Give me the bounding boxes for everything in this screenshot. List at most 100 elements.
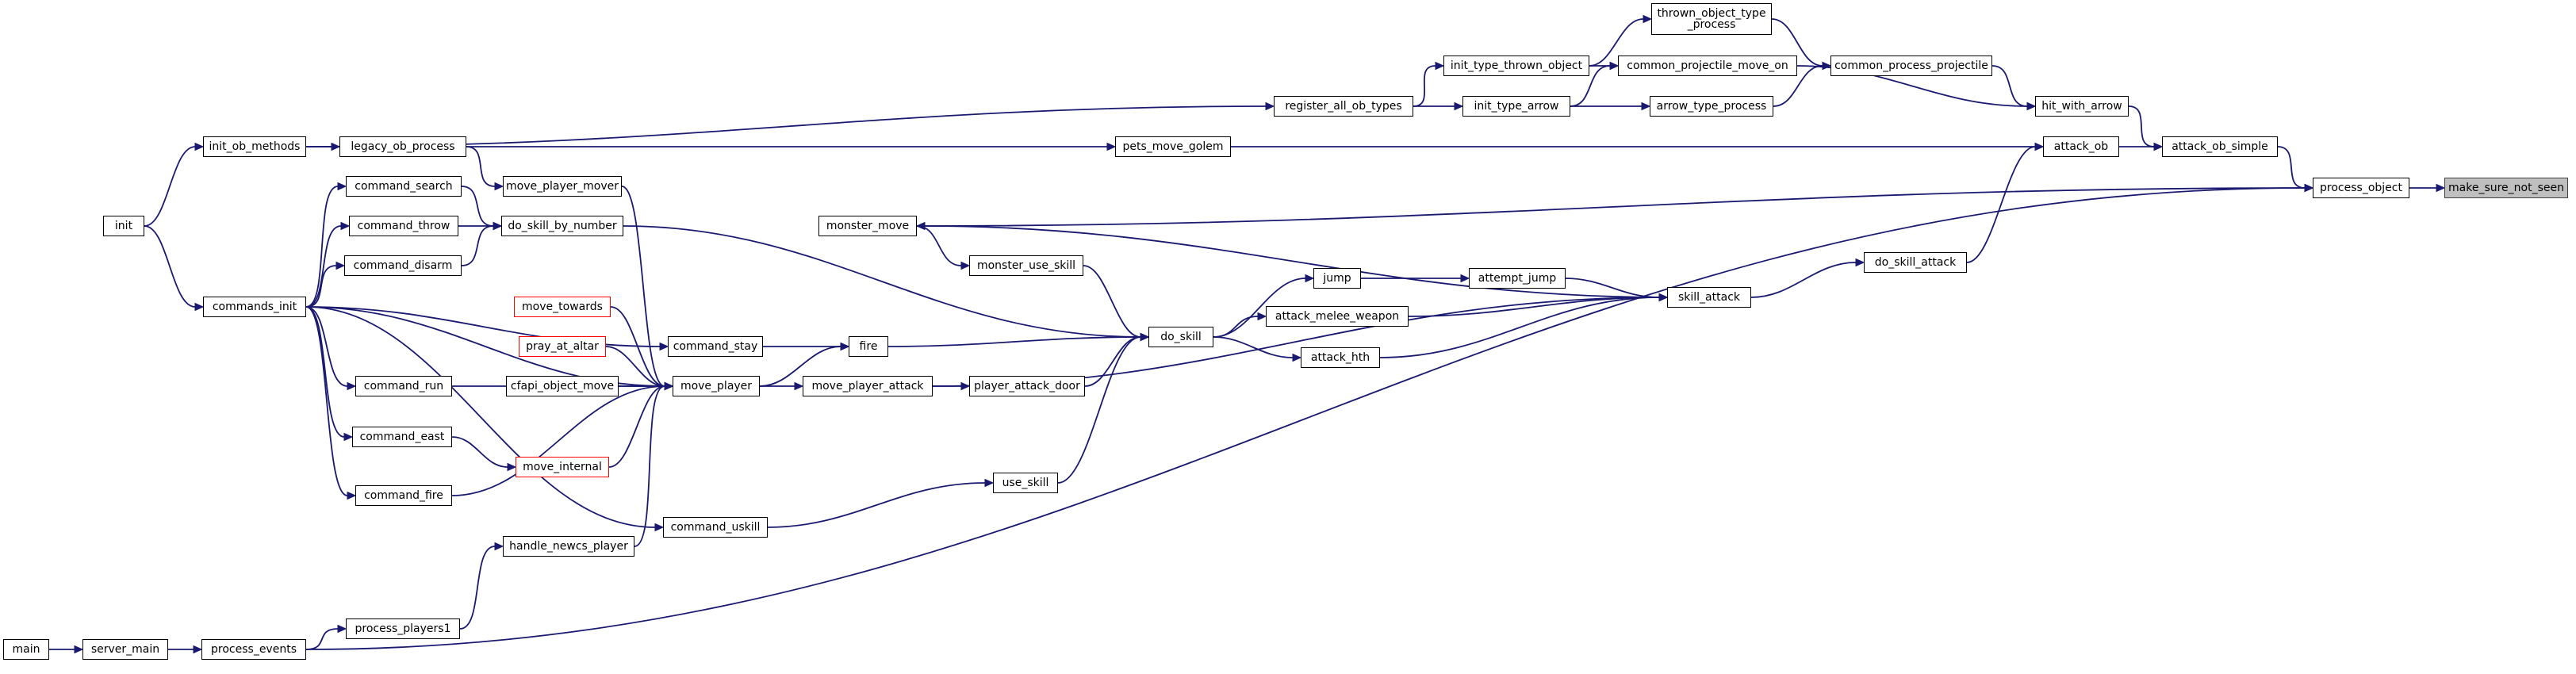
edge-attack_ob_simple-to-process_object [2277, 146, 2306, 189]
node-player_attack_door[interactable]: player_attack_door [969, 376, 1085, 396]
node-command_uskill[interactable]: command_uskill [663, 517, 768, 538]
node-register_all_ob_types[interactable]: register_all_ob_types [1274, 96, 1413, 117]
node-use_skill[interactable]: use_skill [993, 473, 1058, 493]
node-thrown_object_type_process[interactable]: thrown_object_type _process [1651, 3, 1772, 35]
node-do_skill_by_number[interactable]: do_skill_by_number [501, 216, 623, 236]
arrowhead-process_events-to-process_players1 [337, 624, 347, 634]
node-move_player_mover[interactable]: move_player_mover [503, 176, 622, 197]
node-legacy_ob_process[interactable]: legacy_ob_process [339, 136, 466, 157]
node-move_player[interactable]: move_player [673, 376, 760, 396]
node-command_disarm[interactable]: command_disarm [344, 255, 462, 276]
edge-register_all_ob_types-to-init_type_thrown_object [1413, 65, 1436, 107]
node-attack_ob_simple[interactable]: attack_ob_simple [2162, 136, 2278, 157]
node-command_throw[interactable]: command_throw [349, 216, 458, 236]
edge-do_skill_attack-to-attack_ob [1966, 146, 2036, 263]
arrowhead-commands_init-to-command_east [343, 432, 354, 442]
edge-do_skill-to-attack_hth [1213, 336, 1294, 358]
edge-commands_init-to-command_search [305, 186, 339, 308]
node-main[interactable]: main [3, 639, 49, 660]
edge-command_uskill-to-use_skill [767, 482, 986, 528]
node-init[interactable]: init [103, 216, 144, 236]
node-skill_attack[interactable]: skill_attack [1667, 287, 1751, 308]
arrowhead-move_player-to-move_player_attack [794, 381, 804, 391]
node-command_east[interactable]: command_east [352, 427, 452, 447]
node-process_events[interactable]: process_events [201, 639, 306, 660]
node-common_projectile_move_on[interactable]: common_projectile_move_on [1618, 56, 1797, 76]
arrowhead-command_stay-to-fire [840, 342, 850, 351]
edge-do_skill_by_number-to-do_skill [623, 225, 1141, 338]
node-init_type_thrown_object[interactable]: init_type_thrown_object [1443, 56, 1589, 76]
edge-player_attack_door-to-do_skill [1084, 336, 1141, 387]
node-hit_with_arrow[interactable]: hit_with_arrow [2035, 96, 2129, 117]
node-command_stay[interactable]: command_stay [668, 336, 763, 357]
arrowhead-process_object-to-make_sure_not_seen [2436, 183, 2446, 193]
arrowhead-main-to-server_main [74, 645, 84, 654]
edge-process_players1-to-handle_newcs_player [459, 546, 496, 630]
node-fire[interactable]: fire [849, 336, 888, 357]
edge-command_search-to-do_skill_by_number [461, 186, 494, 227]
edge-command_disarm-to-do_skill_by_number [461, 225, 494, 266]
arrowhead-jump-to-attempt_jump [1460, 274, 1470, 283]
node-process_object[interactable]: process_object [2313, 178, 2409, 198]
node-pets_move_golem[interactable]: pets_move_golem [1115, 136, 1231, 157]
edge-skill_attack-to-monster_move [924, 225, 1668, 298]
edge-commands_init-to-command_run [305, 306, 348, 387]
arrowhead-skill_attack-to-do_skill_attack [1855, 258, 1865, 267]
node-common_process_projectile[interactable]: common_process_projectile [1830, 56, 1992, 76]
edge-skill_attack-to-do_skill_attack [1750, 262, 1857, 298]
node-server_main[interactable]: server_main [82, 639, 168, 660]
arrowhead-do_skill-to-jump [1305, 274, 1315, 283]
edge-monster_move-to-process_object [916, 187, 2306, 227]
node-do_skill_attack[interactable]: do_skill_attack [1864, 252, 1967, 273]
node-move_towards[interactable]: move_towards [514, 297, 611, 317]
arrowhead-process_players1-to-handle_newcs_player [494, 542, 504, 551]
edge-monster_move-to-monster_use_skill [916, 225, 962, 266]
node-attack_hth[interactable]: attack_hth [1301, 347, 1380, 368]
node-handle_newcs_player[interactable]: handle_newcs_player [503, 536, 634, 557]
node-pray_at_altar[interactable]: pray_at_altar [519, 336, 606, 357]
node-attack_ob[interactable]: attack_ob [2043, 136, 2119, 157]
node-attack_melee_weapon[interactable]: attack_melee_weapon [1266, 306, 1409, 327]
node-cfapi_object_move[interactable]: cfapi_object_move [506, 376, 619, 396]
node-arrow_type_process[interactable]: arrow_type_process [1650, 96, 1773, 117]
arrowhead-legacy_ob_process-to-pets_move_golem [1106, 142, 1117, 151]
edge-process_events-to-process_object [305, 187, 2306, 650]
node-move_player_attack[interactable]: move_player_attack [803, 376, 933, 396]
arrowhead-init_ob_methods-to-register_all_ob_types [1265, 101, 1275, 111]
node-command_fire[interactable]: command_fire [355, 485, 452, 506]
arrowhead-arrow_type_process-to-common_process_projectile [1822, 61, 1832, 71]
node-jump[interactable]: jump [1313, 268, 1361, 289]
edge-attempt_jump-to-skill_attack [1565, 278, 1660, 298]
arrowhead-do_skill-to-attack_melee_weapon [1257, 312, 1267, 321]
node-init_ob_methods[interactable]: init_ob_methods [203, 136, 306, 157]
arrowhead-init_type_arrow-to-arrow_type_process [1641, 101, 1651, 111]
node-move_internal[interactable]: move_internal [516, 457, 609, 477]
edge-init_type_thrown_object-to-thrown_object_type_process [1589, 18, 1644, 67]
node-commands_init[interactable]: commands_init [203, 297, 306, 317]
edge-init-to-commands_init [144, 225, 196, 308]
node-process_players1[interactable]: process_players1 [346, 618, 460, 639]
arrowhead-commands_init-to-command_stay [659, 342, 669, 351]
edge-use_skill-to-do_skill [1057, 336, 1141, 484]
node-init_type_arrow[interactable]: init_type_arrow [1462, 96, 1570, 117]
edge-commands_init-to-command_disarm [305, 265, 337, 308]
node-command_run[interactable]: command_run [355, 376, 452, 396]
edge-command_east-to-move_internal [451, 436, 508, 468]
edge-thrown_object_type_process-to-common_process_projectile [1771, 18, 1823, 67]
arrowhead-commands_init-to-command_search [337, 182, 347, 191]
edge-move_internal-to-move_player [608, 385, 665, 468]
edge-move_player_mover-to-move_player [621, 186, 665, 387]
node-attempt_jump[interactable]: attempt_jump [1469, 268, 1566, 289]
arrowhead-do_skill-to-attack_hth [1292, 353, 1302, 362]
arrowhead-register_all_ob_types-to-init_type_arrow [1454, 101, 1464, 111]
node-do_skill[interactable]: do_skill [1148, 327, 1213, 347]
node-monster_use_skill[interactable]: monster_use_skill [969, 255, 1083, 276]
arrowhead-init_type_arrow-to-common_projectile_move_on [1609, 61, 1620, 71]
edge-common_process_projectile-to-hit_with_arrow [1991, 65, 2028, 107]
node-monster_move[interactable]: monster_move [818, 216, 917, 236]
edge-handle_newcs_player-to-move_player [634, 385, 665, 547]
arrowhead-server_main-to-process_events [193, 645, 203, 654]
node-command_search[interactable]: command_search [346, 176, 462, 197]
arrowhead-command_east-to-move_internal [507, 462, 517, 472]
